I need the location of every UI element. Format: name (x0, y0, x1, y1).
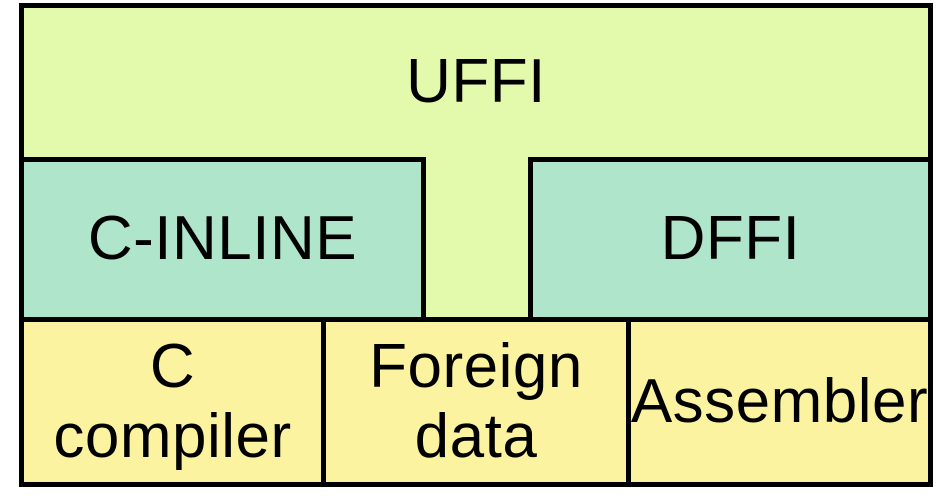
c-inline-label: C-INLINE (87, 204, 358, 274)
assembler-box: Assembler (626, 317, 933, 487)
foreign-data-label: Foreign data (369, 331, 583, 471)
c-compiler-label: C compiler (53, 331, 292, 471)
c-inline-box: C-INLINE (19, 157, 426, 322)
assembler-label: Assembler (630, 366, 929, 436)
dffi-label: DFFI (660, 204, 801, 274)
uffi-title-band: UFFI (24, 8, 928, 157)
dffi-box: DFFI (528, 157, 933, 322)
foreign-data-box: Foreign data (321, 317, 631, 487)
c-compiler-box: C compiler (19, 317, 326, 487)
uffi-label: UFFI (406, 47, 546, 117)
